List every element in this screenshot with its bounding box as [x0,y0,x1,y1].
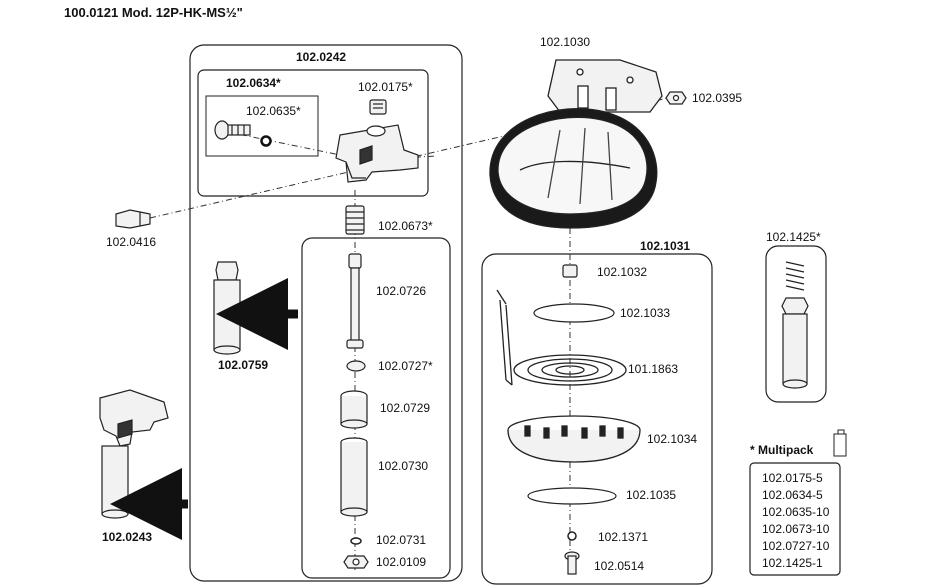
spring-0673 [345,205,365,235]
screw-0634 [214,120,251,140]
label-0759: 102.0759 [218,358,269,372]
multipack-icon [833,429,847,457]
spring-assembly-1425 [781,261,809,389]
multipack-item: 102.0634-5 [762,488,823,502]
multipack-item: 102.0673-10 [762,522,830,536]
group-box-1425 [765,245,827,403]
label-0175: 102.0175* [358,80,413,94]
cup-insert-1034 [507,415,641,463]
label-0729: 102.0729 [380,401,431,415]
label-0731: 102.0731 [376,533,427,547]
label-0416: 102.0416 [106,235,157,249]
nozzle-0416 [115,209,151,229]
label-1035: 102.1035 [626,488,677,502]
nut-0395 [665,91,687,105]
float-rod [496,289,513,386]
multipack-list: 102.0175-5 102.0634-5 102.0635-10 102.06… [762,470,829,572]
label-1033: 102.1033 [620,306,671,320]
label-1371: 102.1371 [598,530,649,544]
label-1032: 102.1032 [597,265,648,279]
disc-1033 [533,303,615,323]
nut-0109 [343,555,369,569]
assembly-line-screw [227,131,341,156]
valve-body [335,124,419,183]
group-box-valve [197,69,429,197]
label-0635: 102.0635* [246,104,301,118]
label-0727: 102.0727* [378,359,433,373]
group-box-main [189,44,463,582]
group-box-seal [205,95,319,157]
stem-0726 [346,253,364,349]
label-0109: 102.0109 [376,555,427,569]
label-0673: 102.0673* [378,219,433,233]
sleeve-0729 [340,390,368,429]
label-1030: 102.1030 [540,35,591,49]
screw-0514 [564,551,580,575]
multipack-item: 102.0175-5 [762,471,823,485]
group-label-cup-inner: 102.1031 [640,239,691,253]
multipack-box [749,462,841,576]
seal-ring-0635 [260,135,272,147]
spiral-spring-1863 [513,354,627,386]
label-0395: 102.0395 [692,91,743,105]
drinking-bowl-1030 [489,59,663,229]
full-assembly-0243 [99,389,169,519]
label-0514: 102.0514 [594,559,645,573]
label-1034: 102.1034 [647,432,698,446]
ring-0731 [350,537,362,545]
nipple-1032 [562,264,578,278]
label-1863: 101.1863 [628,362,679,376]
group-label-main: 102.0242 [296,50,347,64]
washer-0727 [346,360,366,372]
group-label-valve: 102.0634* [226,76,281,90]
ring-1371 [567,531,577,541]
tube-assembly-0759 [213,261,241,355]
group-box-tube [301,237,451,579]
multipack-item: 102.1425-1 [762,556,823,570]
group-box-cup-inner [481,253,713,585]
page-title: 100.0121 Mod. 12P-HK-MS½" [64,5,243,20]
label-1425: 102.1425* [766,230,821,244]
nipple-0175 [369,99,387,115]
multipack-item: 102.0727-10 [762,539,830,553]
label-0243: 102.0243 [102,530,153,544]
disc-1035 [527,487,617,505]
multipack-item: 102.0635-10 [762,505,830,519]
multipack-heading: * Multipack [750,443,814,457]
label-0726: 102.0726 [376,284,427,298]
label-0730: 102.0730 [378,459,429,473]
tube-0730 [340,437,368,517]
